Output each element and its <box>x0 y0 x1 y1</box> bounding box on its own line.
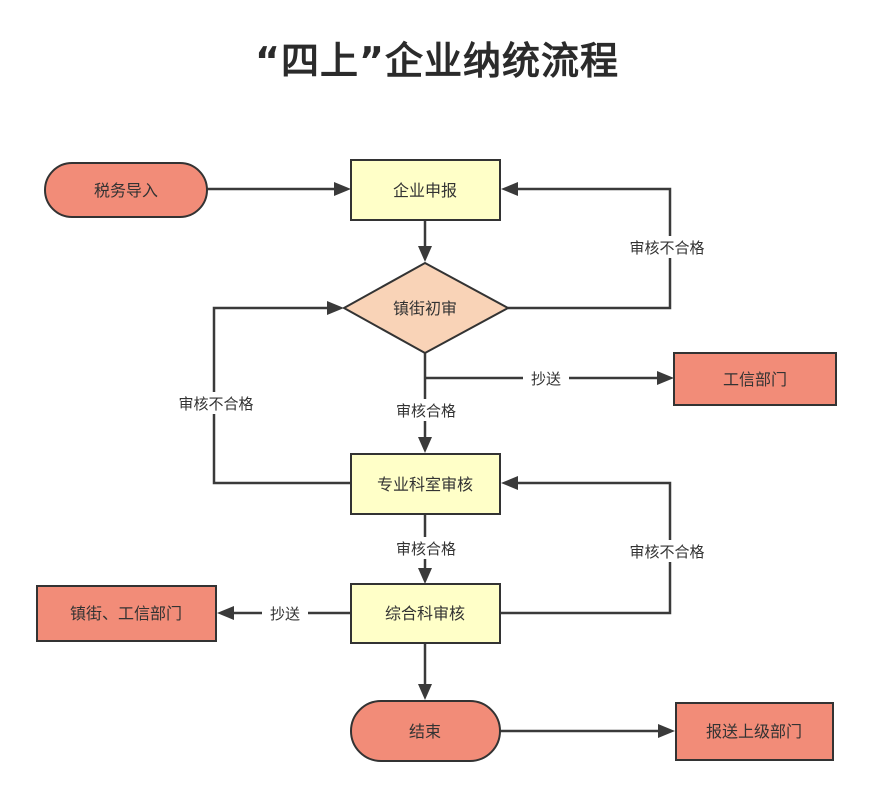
node-label: 企业申报 <box>393 181 457 200</box>
node-label: 税务导入 <box>94 181 158 200</box>
arrow-head <box>418 437 432 453</box>
edge-label-pass: 审核合格 <box>396 540 456 558</box>
arrow-head <box>418 684 432 700</box>
node-report-up: 报送上级部门 <box>675 702 834 761</box>
node-label: 综合科审核 <box>385 604 465 623</box>
arrow-head <box>658 724 675 738</box>
node-label: 报送上级部门 <box>706 722 802 741</box>
node-label: 镇街初审 <box>393 299 457 318</box>
node-town-industry: 镇街、工信部门 <box>36 585 217 642</box>
arrow-head <box>501 476 518 490</box>
edge-label-cc: 抄送 <box>270 605 300 623</box>
node-enterprise-report: 企业申报 <box>350 159 501 221</box>
arrow-head <box>327 301 344 315</box>
arrow-head <box>418 568 432 584</box>
node-label: 结束 <box>409 722 441 741</box>
edge-label-fail: 审核不合格 <box>629 543 704 561</box>
arrow-head <box>501 182 518 196</box>
edge-label-fail: 审核不合格 <box>178 395 253 413</box>
node-industry-dept: 工信部门 <box>673 352 837 406</box>
arrow-head <box>418 246 432 262</box>
edge-label-fail: 审核不合格 <box>629 239 704 257</box>
node-label: 工信部门 <box>723 370 787 389</box>
arrow-head <box>217 606 234 620</box>
page-title: “四上”企业纳统流程 <box>255 39 619 83</box>
edge-label-pass: 审核合格 <box>396 402 456 420</box>
arrow-head <box>657 371 674 385</box>
node-town-review: 镇街初审 <box>341 261 511 355</box>
node-specialist-review: 专业科室审核 <box>350 453 501 515</box>
edge-label-cc: 抄送 <box>531 370 561 388</box>
node-label: 镇街、工信部门 <box>70 604 182 623</box>
arrow-head <box>334 182 351 196</box>
node-tax-import: 税务导入 <box>44 162 208 218</box>
node-end: 结束 <box>350 700 501 762</box>
node-general-review: 综合科审核 <box>350 583 501 644</box>
node-label: 专业科室审核 <box>377 475 473 494</box>
